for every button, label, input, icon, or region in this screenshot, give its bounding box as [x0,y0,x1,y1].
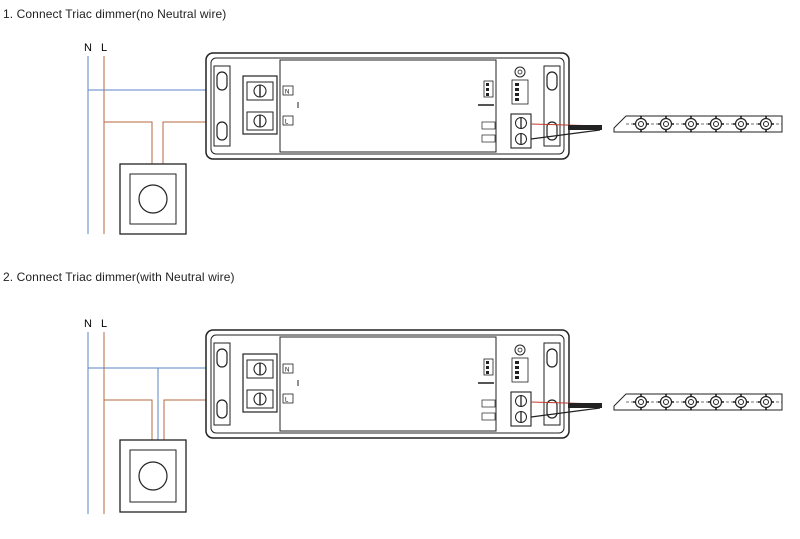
triac-dimmer [119,439,187,513]
neutral-label: N [84,318,92,330]
led-icon [683,116,699,132]
led-icon [733,394,749,410]
led-icon [758,116,774,132]
terminal-l-label: L [285,398,289,404]
led-icon [658,116,674,132]
dimmer-knob-icon [138,461,168,491]
led-icon [683,394,699,410]
led-icon [658,394,674,410]
led-icons [633,116,774,132]
led-icon [708,394,724,410]
dimmer-knob-icon [138,184,168,214]
led-icon [633,116,649,132]
terminal-l-label: L [285,120,289,126]
terminal-n-label: N [285,90,289,96]
led-driver: N L [205,329,570,439]
led-icons [633,394,774,410]
led-icon [758,394,774,410]
live-label: L [101,42,107,54]
terminal-n-label: N [285,368,289,374]
live-to-dimmer-wire [104,399,153,440]
led-strip [613,393,783,411]
led-strip [613,115,783,133]
live-to-dimmer-wire [104,121,153,164]
wiring-diagram-no-neutral: N L [0,36,800,256]
led-icon [708,116,724,132]
live-label: L [101,318,107,330]
triac-dimmer [119,163,187,235]
wiring-diagram-with-neutral: N L [0,312,800,532]
led-driver: N L [205,52,570,160]
led-icon [733,116,749,132]
neutral-label: N [84,42,92,54]
diagram-1-title: 1. Connect Triac dimmer(no Neutral wire) [3,7,227,21]
led-icon [633,394,649,410]
diagram-2-title: 2. Connect Triac dimmer(with Neutral wir… [3,270,235,284]
